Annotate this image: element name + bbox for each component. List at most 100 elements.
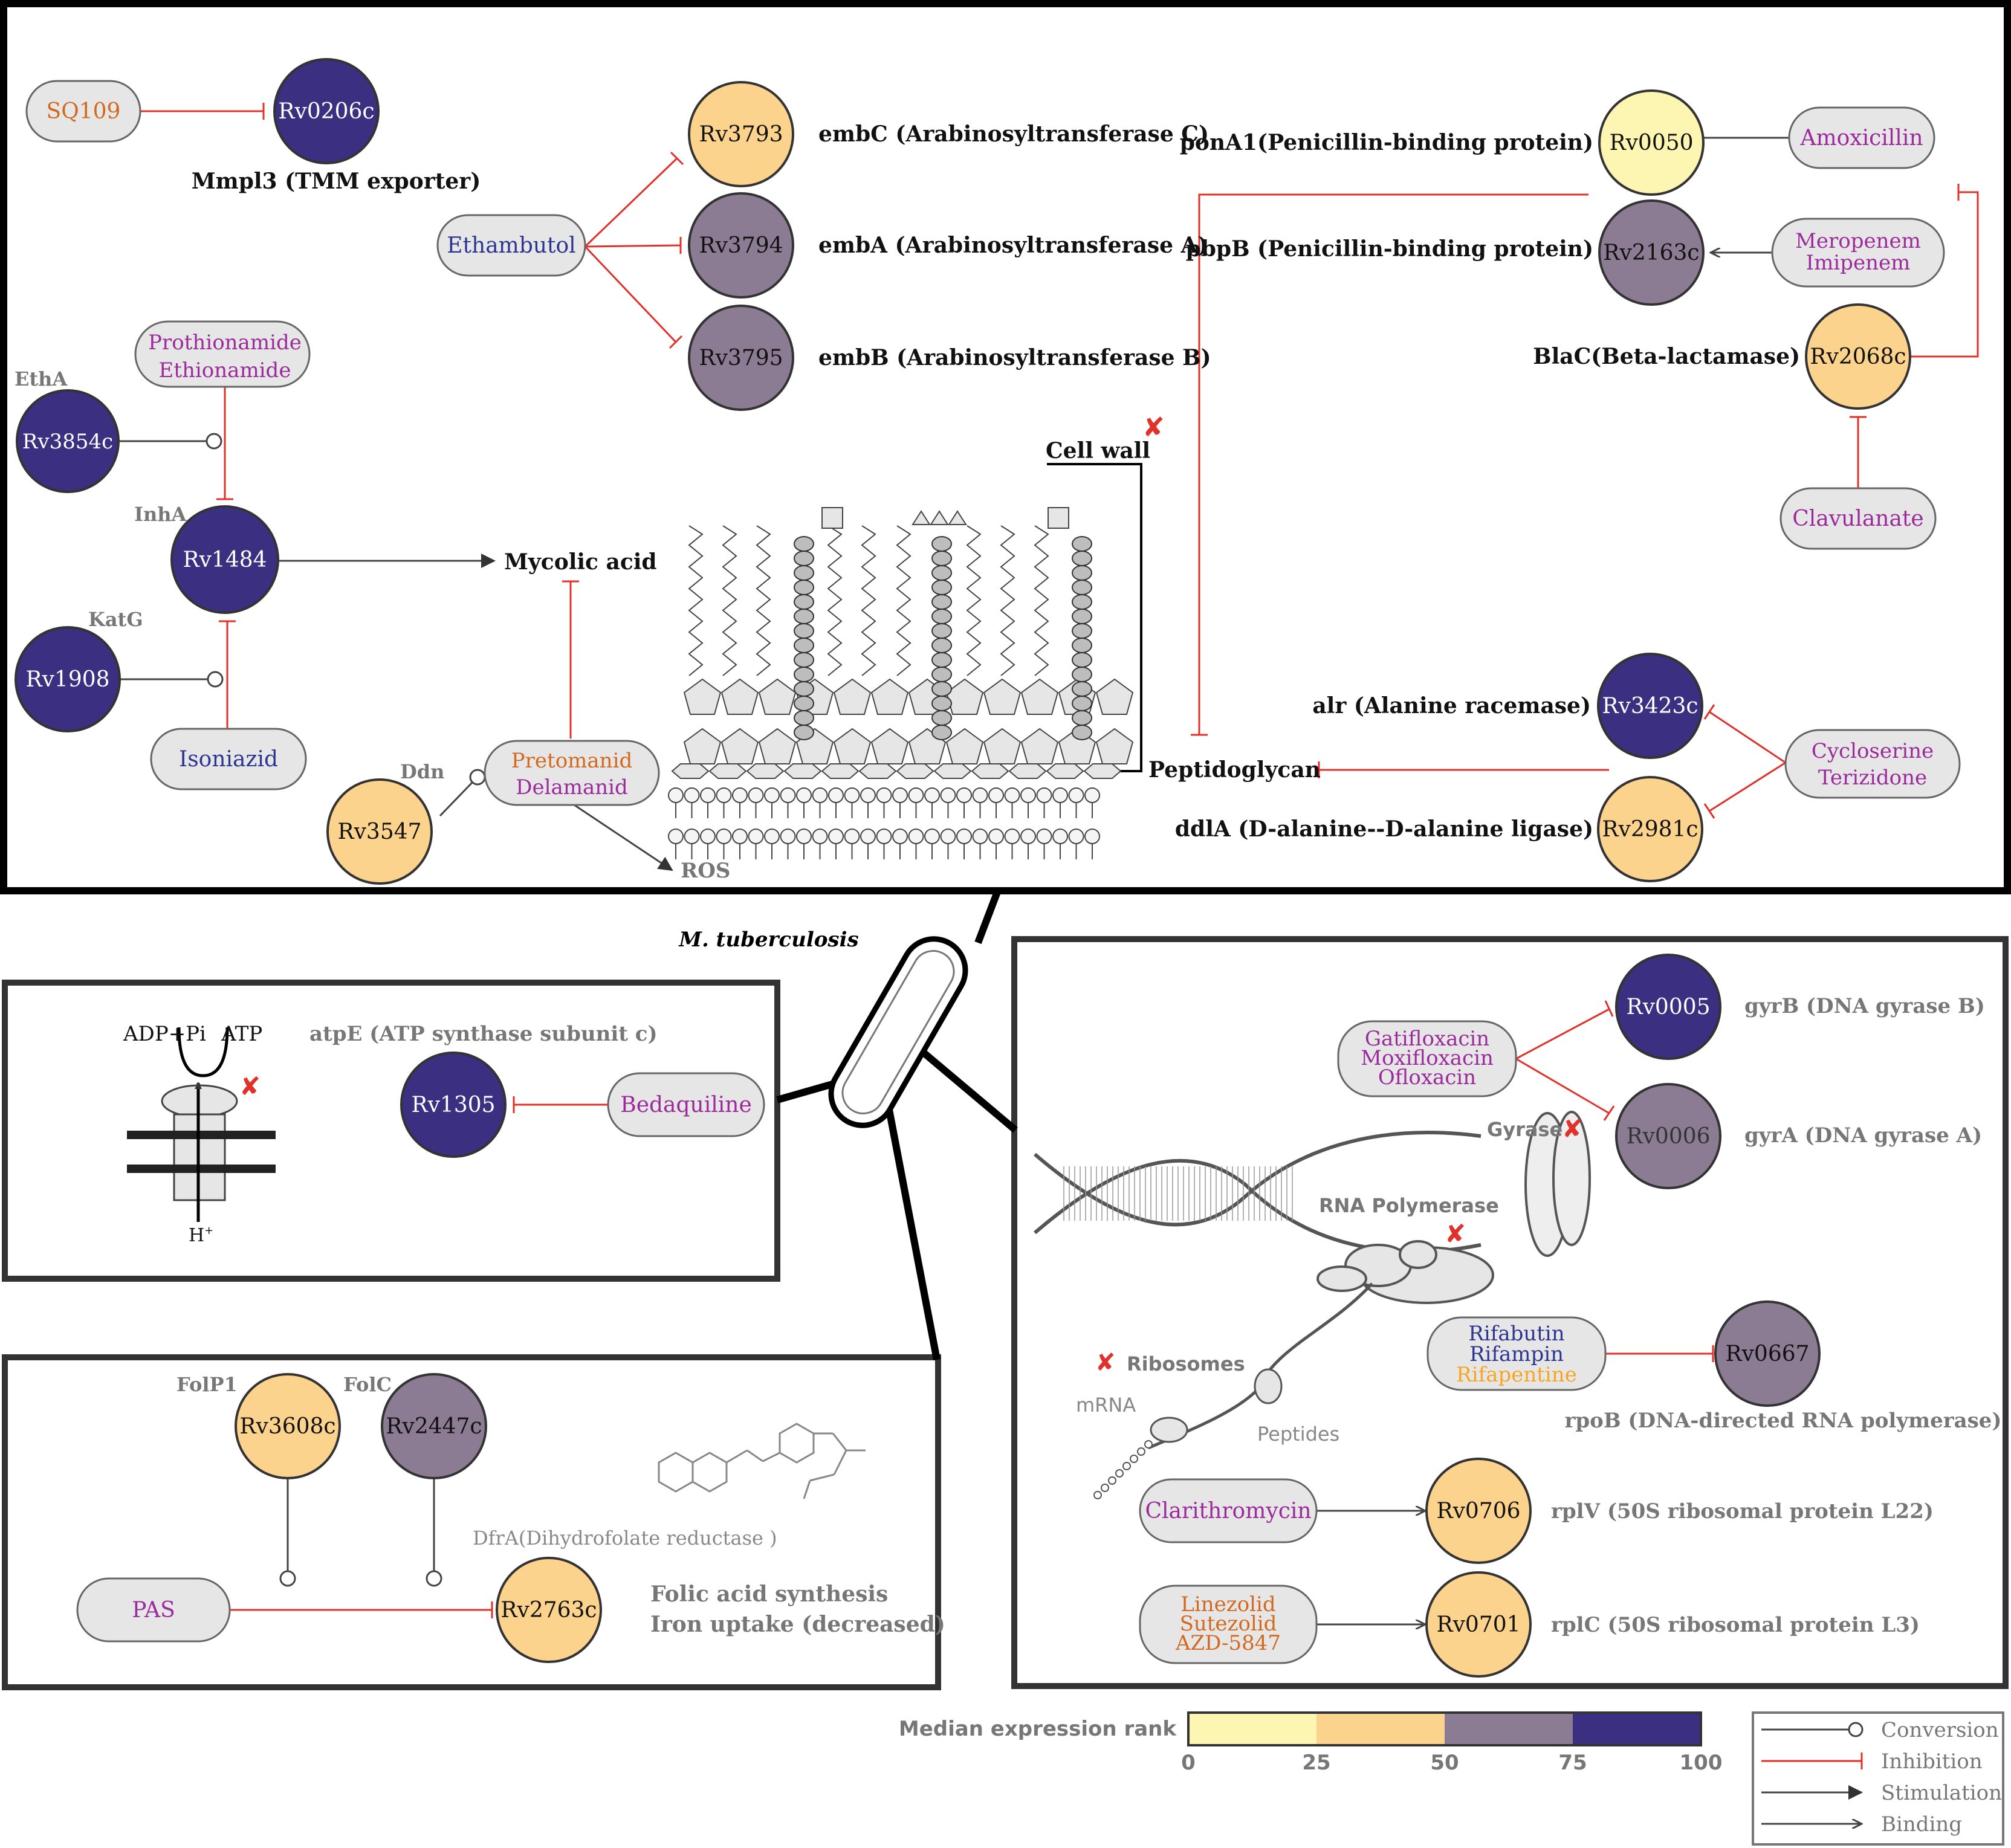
- gene-node-rv3854c: Rv3854c: [16, 389, 120, 493]
- legend-binding: Binding: [1881, 1812, 1962, 1837]
- gene-label-mmpl3: Mmpl3 (TMM exporter): [192, 169, 481, 194]
- svg-text:Ethionamide: Ethionamide: [159, 358, 291, 383]
- gene-node-rv0005: Rv0005: [1615, 954, 1721, 1060]
- cell-wall-x-mark: ✘: [1142, 412, 1165, 443]
- gene-node-rv3795: Rv3795: [688, 305, 794, 411]
- gene-label-emba: embA (Arabinosyltransferase A): [818, 233, 1208, 258]
- svg-text:Clarithromycin: Clarithromycin: [1145, 1499, 1311, 1523]
- gene-node-rv2068c: Rv2068c: [1805, 303, 1911, 410]
- svg-text:Ofloxacin: Ofloxacin: [1378, 1065, 1476, 1090]
- gene-node-rv3793: Rv3793: [688, 81, 794, 187]
- svg-text:Rv2981c: Rv2981c: [1602, 817, 1698, 842]
- ros-label: ROS: [681, 859, 730, 883]
- hplus-label: H+: [189, 1224, 213, 1246]
- svg-text:SQ109: SQ109: [47, 99, 121, 124]
- ribosomes-x-mark: ✘: [1095, 1349, 1116, 1377]
- gene-node-rv3423c: Rv3423c: [1597, 653, 1703, 759]
- cell-wall-label: Cell wall: [1046, 438, 1150, 464]
- edge-quinolones-gyr: [1515, 1000, 1615, 1121]
- gene-label-etha: EthA: [15, 367, 68, 390]
- atp-x-mark: ✘: [239, 1071, 261, 1101]
- svg-text:Bedaquiline: Bedaquiline: [620, 1093, 752, 1117]
- connector-top: [974, 890, 1001, 945]
- gene-label-alr: alr (Alanine racemase): [1312, 693, 1591, 719]
- colorbar-tick-100: 100: [1680, 1751, 1723, 1775]
- svg-text:Rv0006: Rv0006: [1626, 1124, 1710, 1149]
- gene-label-gyrb: gyrB (DNA gyrase B): [1744, 994, 1985, 1018]
- svg-text:Rv0050: Rv0050: [1609, 131, 1693, 155]
- atp-synthase-panel: [2, 980, 780, 1282]
- gene-node-rv3608c: Rv3608c: [235, 1373, 341, 1479]
- drug-clavulanate: Clavulanate: [1779, 487, 1937, 550]
- ribosomes-label: Ribosomes: [1127, 1352, 1245, 1375]
- gene-label-folc: FolC: [343, 1373, 392, 1396]
- drug-pretomanid: Pretomanid Delamanid: [484, 740, 660, 806]
- gene-node-rv1908: Rv1908: [15, 626, 121, 732]
- cell-wall-illustration: [668, 507, 1134, 859]
- gene-node-rv2981c: Rv2981c: [1597, 776, 1703, 882]
- drug-fluoroquinolones: Gatifloxacin Moxifloxacin Ofloxacin: [1337, 1020, 1517, 1097]
- cell-wall-panel: [0, 0, 2011, 894]
- svg-text:Rv2763c: Rv2763c: [500, 1598, 597, 1623]
- gene-node-rv0206c: Rv0206c: [273, 58, 380, 164]
- drug-clarithromycin: Clarithromycin: [1139, 1478, 1318, 1543]
- svg-text:Rifabutin: Rifabutin: [1468, 1322, 1564, 1346]
- gene-node-rv0050: Rv0050: [1598, 89, 1705, 196]
- edge-folp1-conversion: [279, 1479, 296, 1587]
- svg-text:Rifapentine: Rifapentine: [1456, 1363, 1577, 1387]
- svg-text:Rv3854c: Rv3854c: [22, 430, 113, 454]
- edge-cycloserine: [1703, 704, 1786, 819]
- svg-text:Terizidone: Terizidone: [1818, 766, 1927, 790]
- edge-ethambutol-emb: [584, 151, 684, 349]
- svg-text:AZD-5847: AZD-5847: [1175, 1631, 1281, 1655]
- edge-etha-conversion: [118, 433, 222, 450]
- svg-text:Rv3423c: Rv3423c: [1602, 694, 1698, 719]
- svg-text:Imipenem: Imipenem: [1806, 251, 1911, 275]
- svg-text:Amoxicillin: Amoxicillin: [1799, 126, 1923, 150]
- drug-isoniazid: Isoniazid: [150, 728, 307, 790]
- svg-text:Moxifloxacin: Moxifloxacin: [1361, 1046, 1494, 1070]
- gene-node-rv0006: Rv0006: [1615, 1083, 1721, 1189]
- svg-text:Rv0701: Rv0701: [1436, 1612, 1520, 1637]
- gene-label-blac: BlaC(Beta-lactamase): [1533, 344, 1800, 369]
- gene-label-embc: embC (Arabinosyltransferase C): [818, 121, 1209, 147]
- peptidoglycan-label: Peptidoglycan: [1148, 757, 1321, 783]
- svg-text:Rv2163c: Rv2163c: [1603, 241, 1699, 265]
- cell-wall-bracket: [1047, 463, 1142, 772]
- gene-label-ddla: ddlA (D-alanine--D-alanine ligase): [1175, 816, 1593, 842]
- atp-synthase-illustration: [127, 1027, 276, 1222]
- edge-sq109-rv0206c: [140, 103, 265, 120]
- atp-label: ATP: [221, 1022, 262, 1046]
- organism-label: M. tuberculosis: [678, 928, 858, 952]
- gene-label-rpob: rpoB (DNA-directed RNA polymerase): [1564, 1409, 2001, 1433]
- peptides-label: Peptides: [1257, 1423, 1339, 1446]
- svg-text:Rv0667: Rv0667: [1725, 1342, 1809, 1366]
- svg-text:Rv3547: Rv3547: [337, 819, 421, 844]
- edge-type-legend: [1752, 1711, 2004, 1846]
- svg-text:Pretomanid: Pretomanid: [511, 749, 632, 773]
- gene-label-gyra: gyrA (DNA gyrase A): [1744, 1123, 1982, 1148]
- drug-amoxicillin: Amoxicillin: [1788, 106, 1935, 169]
- gene-label-ddn: Ddn: [400, 760, 444, 783]
- gene-node-rv2763c: Rv2763c: [496, 1557, 602, 1663]
- bacillus-icon: [828, 936, 968, 1128]
- svg-text:Rv2447c: Rv2447c: [386, 1414, 482, 1439]
- gene-label-rplc: rplC (50S ribosomal protein L3): [1551, 1613, 1920, 1637]
- colorbar-tick-0: 0: [1181, 1751, 1196, 1775]
- drug-cycloserine: Cycloserine Terizidone: [1784, 729, 1961, 799]
- svg-text:Rv3795: Rv3795: [699, 346, 783, 370]
- edge-clavulanate-blac: [1850, 416, 1867, 488]
- drug-prothionamide: Prothionamide Ethionamide: [134, 320, 311, 388]
- gene-node-rv0667: Rv0667: [1714, 1300, 1821, 1407]
- edge-pretomanid-mycolic: [562, 580, 579, 738]
- drug-ethambutol: Ethambutol: [436, 214, 586, 277]
- svg-text:Rv0206c: Rv0206c: [278, 99, 374, 124]
- gene-label-embb: embB (Arabinosyltransferase B): [818, 345, 1211, 370]
- drug-sq109: SQ109: [25, 80, 141, 143]
- svg-text:Rv3608c: Rv3608c: [239, 1414, 335, 1439]
- connector-dna: [905, 1036, 1018, 1133]
- gene-node-rv3547: Rv3547: [326, 778, 433, 885]
- edge-isoniazid-inha: [219, 620, 236, 729]
- edge-folc-conversion: [426, 1479, 442, 1587]
- mycolic-acid-label: Mycolic acid: [504, 549, 657, 575]
